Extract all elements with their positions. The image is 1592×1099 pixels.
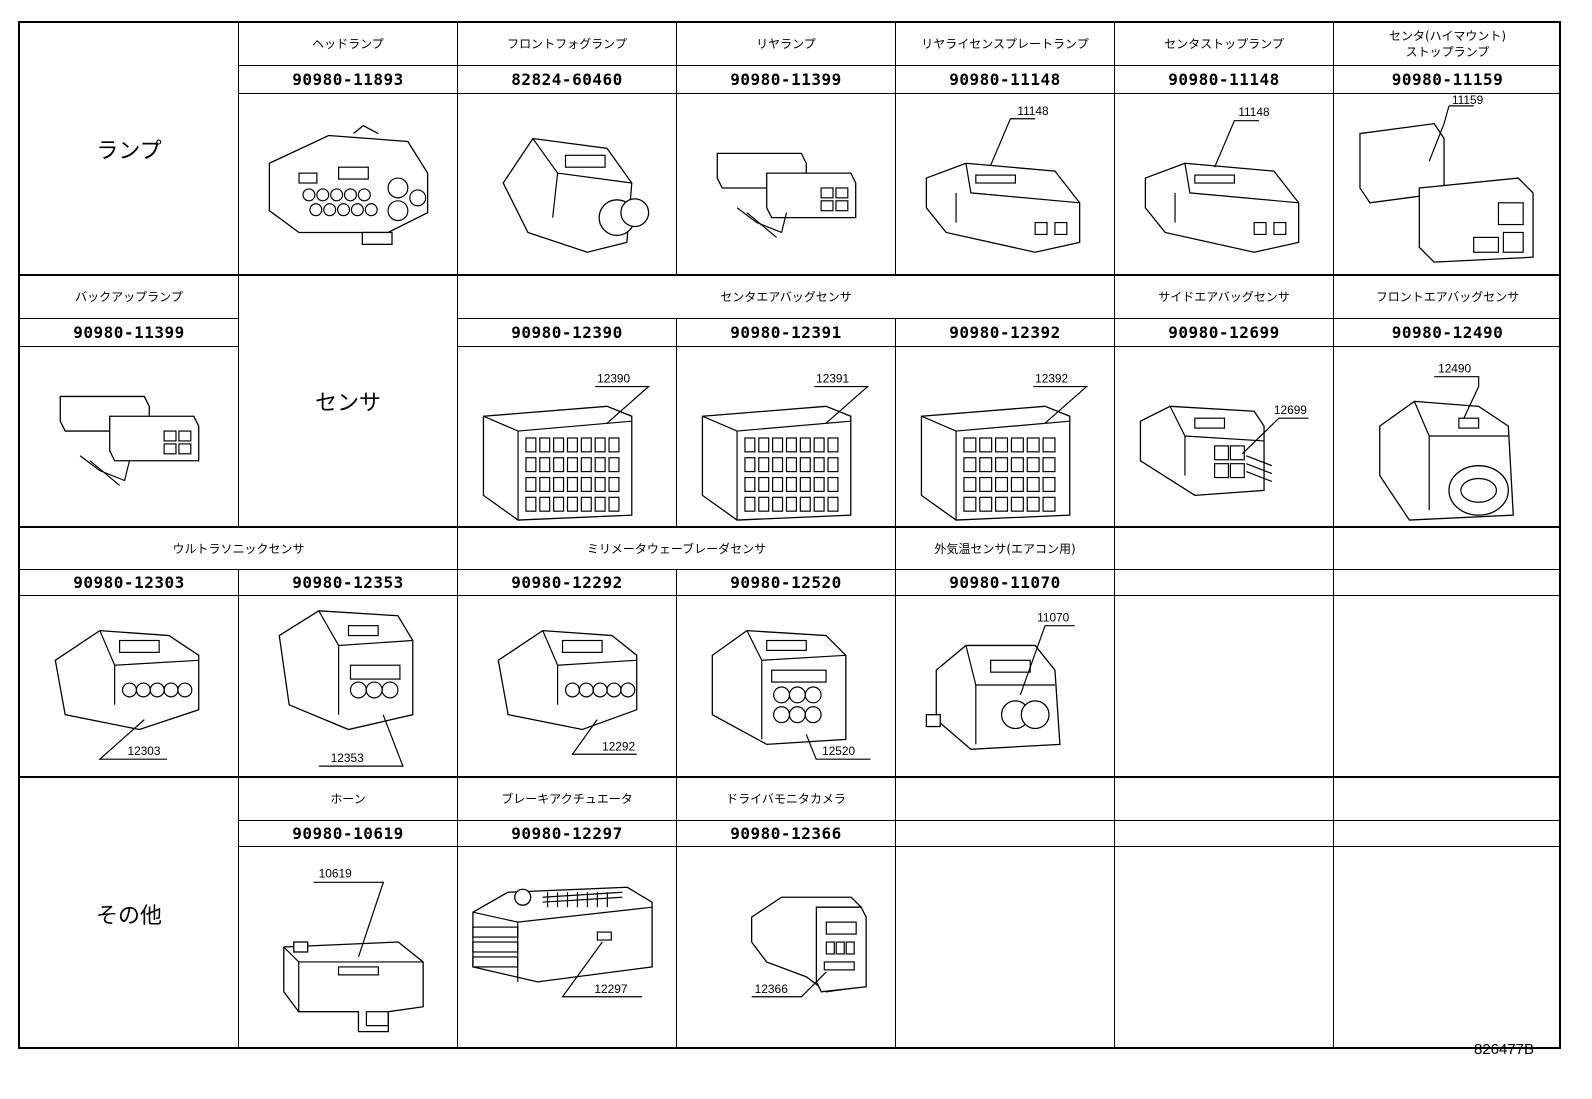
part-number: 90980-11070 [896,570,1115,596]
connector-name: リヤランプ [677,23,896,66]
connector-drawing-ultrasonic-12353: 12353 [239,596,458,778]
empty-cell [1334,570,1561,596]
empty-cell [1115,778,1334,821]
part-number: 90980-12392 [896,319,1115,347]
connector-drawing-brake-actuator: 12297 [458,847,677,1049]
connector-drawing-center-stop: 11148 [1115,94,1334,276]
connector-drawing-airbag-12391: 12391 [677,347,896,528]
connector-name: ドライバモニタカメラ [677,778,896,821]
connector-drawing-airbag-12390: 12390 [458,347,677,528]
empty-cell [896,778,1115,821]
callout-label: 11148 [1017,104,1049,118]
callout-label: 10619 [319,866,353,880]
connector-name: バックアップランプ [20,276,239,319]
empty-cell [1334,847,1561,1049]
callout-label: 11148 [1238,105,1270,119]
empty-cell [1115,596,1334,778]
part-number: 90980-12353 [239,570,458,596]
connector-drawing-driver-monitor: 12366 [677,847,896,1049]
connector-drawing-headlamp [239,94,458,276]
connector-name: ブレーキアクチュエータ [458,778,677,821]
callout-label: 12520 [822,744,855,758]
part-number: 90980-12390 [458,319,677,347]
connector-drawing-radar-12520: 12520 [677,596,896,778]
figure-reference: 826477B [1473,1041,1534,1058]
part-number: 90980-12699 [1115,319,1334,347]
empty-cell [1334,821,1561,847]
connector-name-span: ウルトラソニックセンサ [20,528,458,570]
connector-name: 外気温センサ(エアコン用) [896,528,1115,570]
connector-drawing-side-airbag: 12699 [1115,347,1334,528]
connector-drawing-license-plate: 11148 [896,94,1115,276]
category-lamp: ランプ [20,23,239,276]
connector-table: ランプ ヘッドランプ フロントフォグランプ リヤランプ リヤライセンスプレートラ… [18,21,1561,1049]
connector-name-span: センタエアバッグセンサ [458,276,1115,319]
connector-drawing-airbag-12392: 12392 [896,347,1115,528]
connector-name: リヤライセンスプレートランプ [896,23,1115,66]
callout-label: 12392 [1035,372,1068,386]
connector-drawing-backup [20,347,239,528]
connector-name: センタストップランプ [1115,23,1334,66]
callout-label: 12699 [1274,403,1307,417]
part-number: 90980-12520 [677,570,896,596]
part-number: 90980-12303 [20,570,239,596]
part-number: 82824-60460 [458,66,677,94]
connector-drawing-front-airbag: 12490 [1334,347,1561,528]
empty-cell [1115,528,1334,570]
callout-label: 12303 [128,744,161,758]
part-number: 90980-11893 [239,66,458,94]
empty-cell [1115,847,1334,1049]
callout-label: 12366 [755,982,789,996]
connector-name: フロントエアバッグセンサ [1334,276,1561,319]
empty-cell [1334,528,1561,570]
connector-drawing-ultrasonic-12303: 12303 [20,596,239,778]
connector-drawing-horn: 10619 [239,847,458,1049]
empty-cell [1334,596,1561,778]
callout-label: 12391 [816,372,849,386]
connector-drawing-high-mount: 11159 [1334,94,1561,276]
connector-drawing-rear-lamp [677,94,896,276]
connector-drawing-ambient-temp: 11070 [896,596,1115,778]
callout-label: 12490 [1438,362,1471,376]
category-other: その他 [20,778,239,1049]
callout-label: 11070 [1037,611,1070,625]
callout-label: 11159 [1452,94,1484,107]
callout-label: 12292 [602,739,635,753]
callout-label: 12297 [594,982,628,996]
part-number: 90980-11399 [677,66,896,94]
connector-drawing-radar-12292: 12292 [458,596,677,778]
part-number: 90980-12366 [677,821,896,847]
category-sensor: センサ [239,276,458,528]
empty-cell [1115,570,1334,596]
part-number: 90980-11399 [20,319,239,347]
part-number: 90980-10619 [239,821,458,847]
empty-cell [896,847,1115,1049]
connector-name: サイドエアバッグセンサ [1115,276,1334,319]
part-number: 90980-11159 [1334,66,1561,94]
part-number: 90980-11148 [896,66,1115,94]
connector-name: センタ(ハイマウント) ストップランプ [1334,23,1561,66]
part-number: 90980-12297 [458,821,677,847]
connector-name: フロントフォグランプ [458,23,677,66]
part-number: 90980-12391 [677,319,896,347]
callout-label: 12353 [331,751,364,765]
empty-cell [1334,778,1561,821]
connector-name: ヘッドランプ [239,23,458,66]
connector-name-span: ミリメータウェーブレーダセンサ [458,528,896,570]
callout-label: 12390 [597,372,630,386]
part-number: 90980-12490 [1334,319,1561,347]
connector-name: ホーン [239,778,458,821]
connector-drawing-front-fog [458,94,677,276]
part-number: 90980-11148 [1115,66,1334,94]
empty-cell [896,821,1115,847]
part-number: 90980-12292 [458,570,677,596]
empty-cell [1115,821,1334,847]
